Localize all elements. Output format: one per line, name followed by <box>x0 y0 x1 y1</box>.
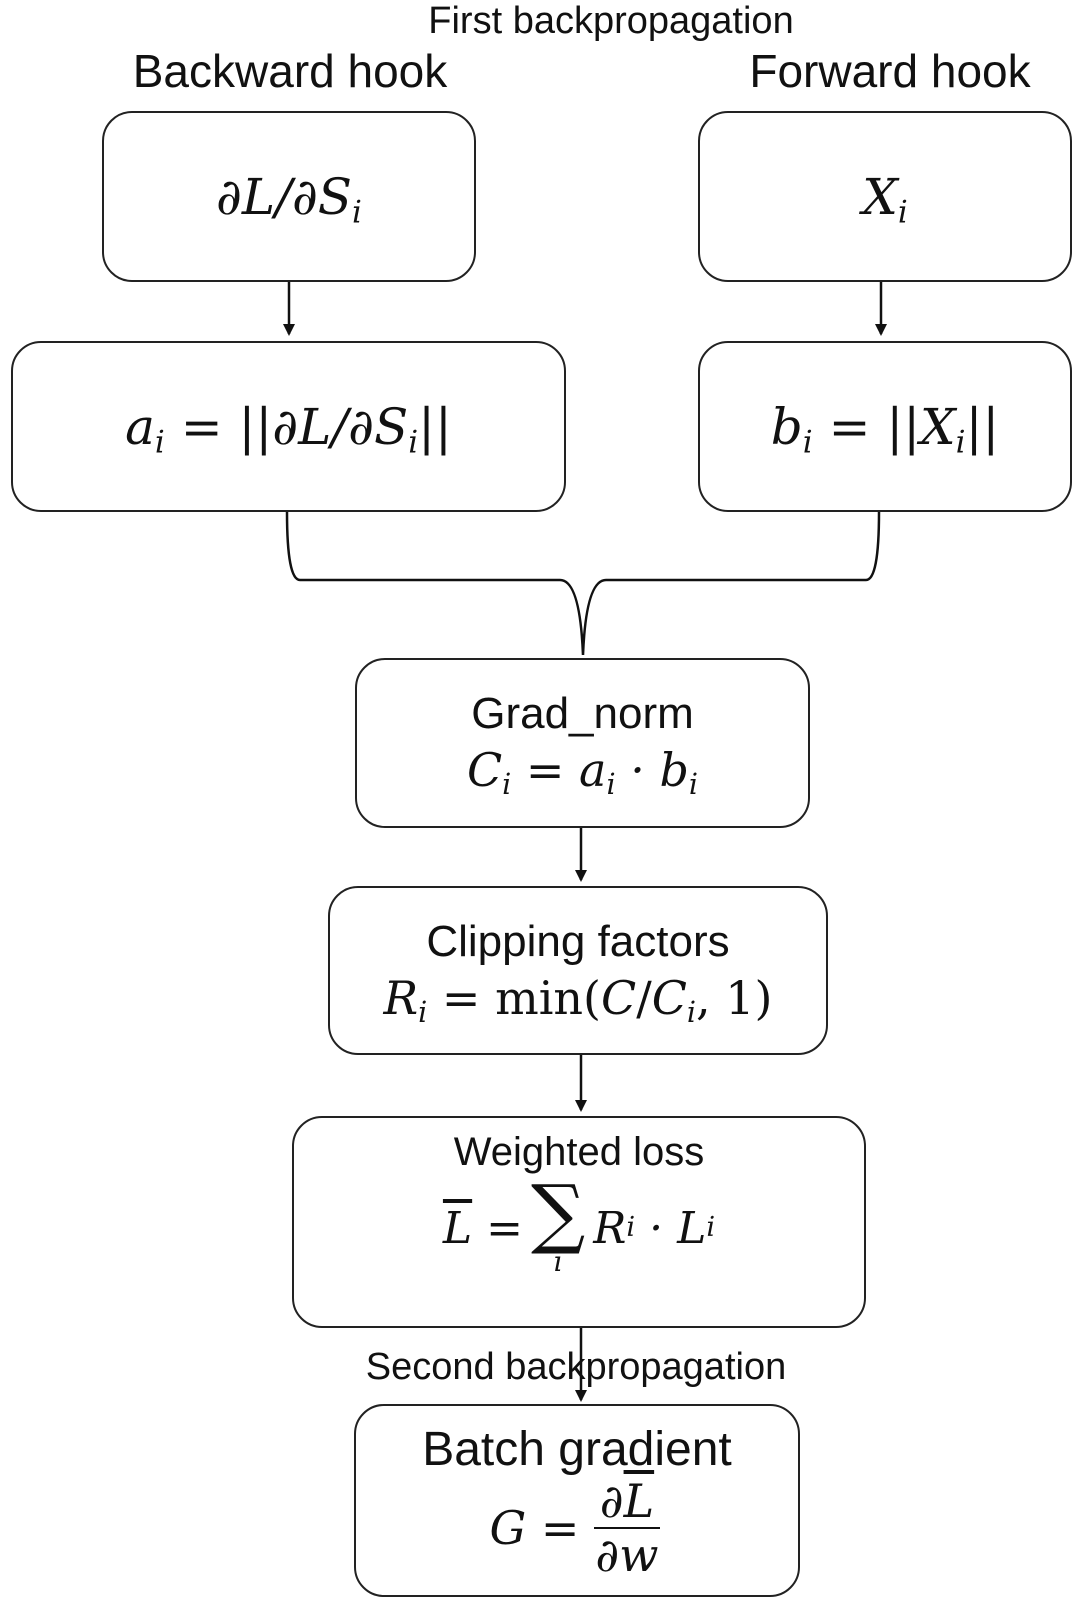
clipping-factors-box: Clipping factors Ri = min(C/Ci, 1) <box>328 886 828 1055</box>
clipping-factors-formula: Ri = min(C/Ci, 1) <box>383 970 773 1029</box>
second-backprop-label: Second backpropagation <box>365 1346 787 1388</box>
b-i-formula: bi = ||Xi|| <box>770 397 1000 461</box>
b-i-box: bi = ||Xi|| <box>698 341 1072 512</box>
batch-gradient-title: Batch gradient <box>422 1423 732 1476</box>
bracket-merge <box>285 511 881 656</box>
x-i-formula: Xi <box>862 167 908 231</box>
dl-ds-formula: ∂L/∂Si <box>216 167 362 231</box>
backward-hook-label: Backward hook <box>132 45 448 97</box>
weighted-loss-title: Weighted loss <box>453 1130 705 1174</box>
dl-ds-box: ∂L/∂Si <box>102 111 476 282</box>
first-backprop-label: First backpropagation <box>428 0 794 42</box>
grad-norm-title: Grad_norm <box>471 689 694 738</box>
grad-norm-box: Grad_norm Ci = ai · bi <box>355 658 810 828</box>
grad-norm-formula: Ci = ai · bi <box>466 743 699 801</box>
clipping-factors-title: Clipping factors <box>426 916 730 966</box>
a-i-box: ai = ||∂L/∂Si|| <box>11 341 566 512</box>
batch-gradient-formula: G = ∂L∂w <box>489 1474 661 1583</box>
batch-gradient-box: Batch gradient G = ∂L∂w <box>354 1404 800 1597</box>
x-i-box: Xi <box>698 111 1072 282</box>
forward-hook-label: Forward hook <box>749 45 1031 97</box>
a-i-formula: ai = ||∂L/∂Si|| <box>125 397 452 461</box>
